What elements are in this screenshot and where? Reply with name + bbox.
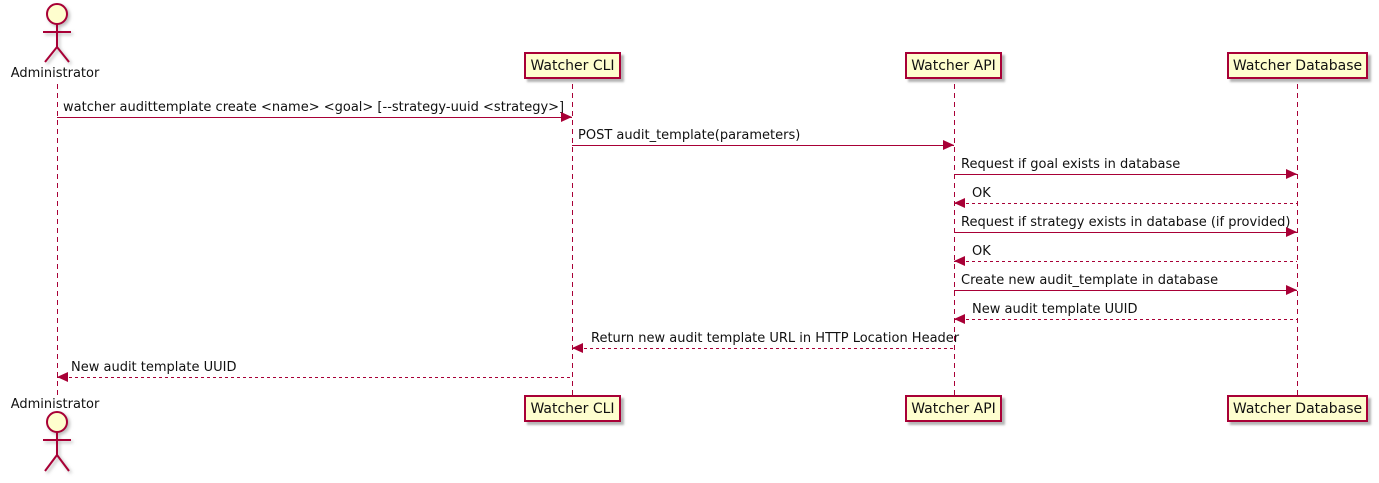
- message-2-label: POST audit_template(parameters): [578, 128, 801, 143]
- administrator-actor-icon: [43, 411, 71, 472]
- message-1-line: [57, 112, 572, 122]
- arrowhead-left-icon: [954, 314, 965, 324]
- administrator-label-top: Administrator: [10, 66, 100, 81]
- message-4-line: [954, 198, 1297, 208]
- participant-watcher-api-top: Watcher API: [905, 52, 1002, 79]
- arrowhead-right-icon: [561, 112, 572, 122]
- arrowhead-right-icon: [1286, 169, 1297, 179]
- administrator-label-bottom: Administrator: [10, 397, 100, 412]
- administrator-actor-icon: [43, 3, 71, 63]
- lifeline-watcher-api: [954, 84, 955, 395]
- arrowhead-left-icon: [572, 343, 583, 353]
- message-10-label: New audit template UUID: [71, 360, 237, 375]
- message-5-label: Request if strategy exists in database (…: [961, 215, 1291, 230]
- arrowhead-right-icon: [1286, 227, 1297, 237]
- participant-watcher-api-bottom: Watcher API: [905, 395, 1002, 422]
- message-10-line: [57, 372, 572, 382]
- message-7-label: Create new audit_template in database: [961, 273, 1219, 288]
- message-8-line: [954, 314, 1297, 324]
- message-4-label: OK: [972, 186, 991, 201]
- message-3-line: [954, 169, 1297, 179]
- participant-watcher-cli-bottom: Watcher CLI: [524, 395, 621, 422]
- arrowhead-right-icon: [1286, 285, 1297, 295]
- arrowhead-right-icon: [943, 140, 954, 150]
- arrowhead-left-icon: [954, 198, 965, 208]
- participant-watcher-database-top: Watcher Database: [1227, 52, 1368, 79]
- message-6-line: [954, 256, 1297, 266]
- arrowhead-left-icon: [57, 372, 68, 382]
- participant-watcher-database-bottom: Watcher Database: [1227, 395, 1368, 422]
- message-2-line: [572, 140, 954, 150]
- message-3-label: Request if goal exists in database: [961, 157, 1181, 172]
- message-1-label: watcher audittemplate create <name> <goa…: [63, 100, 565, 115]
- lifeline-watcher-cli: [572, 84, 573, 395]
- arrowhead-left-icon: [954, 256, 965, 266]
- message-8-label: New audit template UUID: [972, 302, 1138, 317]
- lifeline-watcher-database: [1297, 84, 1298, 395]
- message-9-label: Return new audit template URL in HTTP Lo…: [591, 331, 960, 346]
- message-9-line: [572, 343, 954, 353]
- message-5-line: [954, 227, 1297, 237]
- lifeline-administrator: [57, 84, 58, 395]
- message-6-label: OK: [972, 244, 991, 259]
- message-7-line: [954, 285, 1297, 295]
- participant-watcher-cli-top: Watcher CLI: [524, 52, 621, 79]
